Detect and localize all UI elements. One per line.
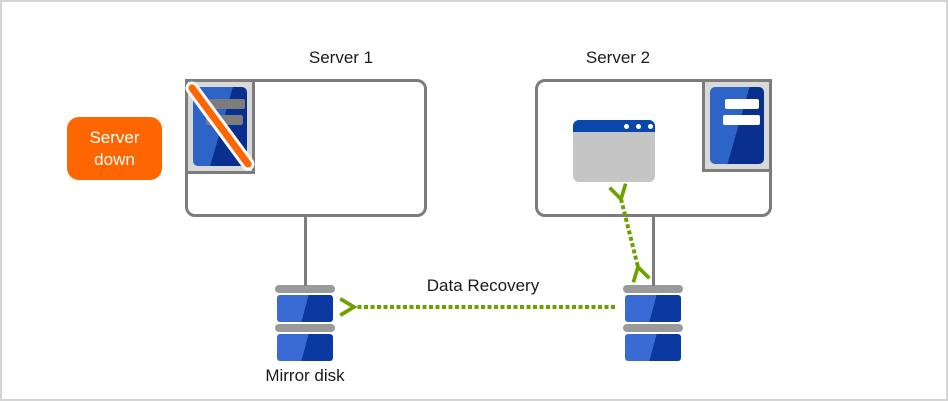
window-dot-icon xyxy=(648,123,653,129)
server1-down-icon xyxy=(185,79,255,174)
mirror-disk-left-icon xyxy=(275,324,335,332)
mirror-disk-left-icon xyxy=(275,285,335,293)
server-down-badge: Server down xyxy=(67,117,162,180)
server2-title: Server 2 xyxy=(585,48,651,67)
data-recovery-label: Data Recovery xyxy=(426,276,540,295)
application-window-icon xyxy=(573,120,655,182)
mirror-disk-label: Mirror disk xyxy=(265,366,345,385)
window-titlebar xyxy=(573,120,655,132)
mirror-disk-right-icon xyxy=(623,285,683,293)
server-slot-bar xyxy=(723,115,760,125)
mirror-disk-right-icon xyxy=(625,295,681,322)
server-slot-bar xyxy=(206,115,243,125)
window-dot-icon xyxy=(636,123,641,129)
mirror-disk-left-icon xyxy=(277,334,333,361)
window-dot-icon xyxy=(624,123,629,129)
server2-icon xyxy=(702,79,772,172)
server-chassis-icon xyxy=(710,87,764,164)
server1-title: Server 1 xyxy=(308,48,374,67)
mirror-disk-right-icon xyxy=(625,334,681,361)
mirror-disk-left-icon xyxy=(277,295,333,322)
server-chassis-icon xyxy=(193,87,247,166)
server-slot-bar xyxy=(725,99,759,109)
server-slot-bar xyxy=(209,99,245,109)
badge-text-line1: Server xyxy=(89,127,140,147)
badge-text-line2: down xyxy=(94,149,135,169)
mirror-disk-right-icon xyxy=(623,324,683,332)
